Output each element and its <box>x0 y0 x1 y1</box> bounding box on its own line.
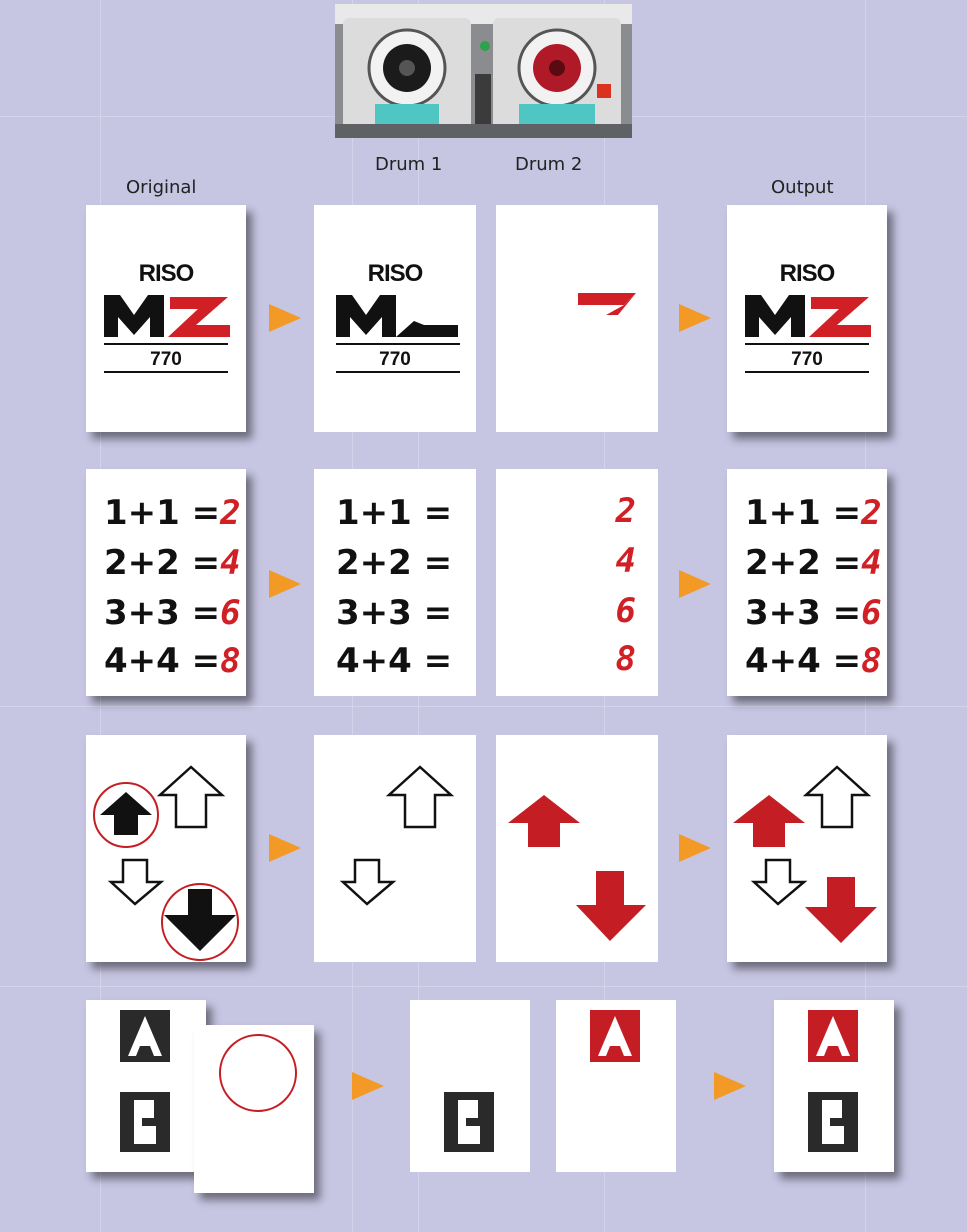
equation-row: 3+3 =6 <box>104 593 246 633</box>
label-drum-1: Drum 1 <box>375 154 442 175</box>
equation-answer: 8 <box>616 639 636 679</box>
drum2-letters-card <box>556 1000 676 1172</box>
letters-original-icon <box>86 1000 206 1172</box>
mz-black-layer-icon <box>314 205 476 432</box>
flow-arrow-icon <box>269 834 301 862</box>
arrow-down-icon <box>164 889 236 951</box>
letter-b-black-icon <box>410 1000 530 1172</box>
printer-drums-illustration <box>335 4 632 138</box>
equation-row: 2+2 =4 <box>745 543 887 583</box>
logo-model: 770 <box>727 349 887 371</box>
mask-circle-icon <box>194 1025 314 1193</box>
output-arrows-card <box>727 735 887 962</box>
equation-answer: 4 <box>616 541 636 581</box>
equation-left: 4+4 = <box>336 641 476 681</box>
letter-a-red-icon <box>556 1000 676 1172</box>
arrow-up-icon <box>733 795 805 847</box>
drum2-logo-card <box>496 205 658 432</box>
arrow-down-outline-icon <box>754 860 804 904</box>
arrow-up-outline-icon <box>806 767 868 827</box>
label-drum-2: Drum 2 <box>515 154 582 175</box>
equation-answer: 6 <box>616 591 636 631</box>
drum1-letters-card <box>410 1000 530 1172</box>
flow-arrow-icon <box>352 1072 384 1100</box>
equation-row: 1+1 =2 <box>104 493 246 533</box>
drum-photo <box>335 4 632 138</box>
arrow-down-icon <box>576 871 646 941</box>
arrows-original-icon <box>86 735 246 962</box>
letters-output-icon <box>774 1000 894 1172</box>
flow-arrow-icon <box>269 304 301 332</box>
flow-arrow-icon <box>269 570 301 598</box>
equation-left: 3+3 = <box>336 593 476 633</box>
equation-answer: 2 <box>616 491 636 531</box>
arrow-up-icon <box>508 795 580 847</box>
original-arrows-card <box>86 735 246 962</box>
label-original: Original <box>126 177 196 198</box>
equation-left: 2+2 = <box>336 543 476 583</box>
equation-left: 1+1 = <box>336 493 476 533</box>
logo-model: 770 <box>86 349 246 371</box>
original-math-card: 1+1 =2 2+2 =4 3+3 =6 4+4 =8 <box>86 469 246 696</box>
arrows-output-icon <box>727 735 887 962</box>
flow-arrow-icon <box>714 1072 746 1100</box>
arrow-down-outline-icon <box>111 860 161 904</box>
output-math-card: 1+1 =2 2+2 =4 3+3 =6 4+4 =8 <box>727 469 887 696</box>
arrows-drum2-icon <box>496 735 658 962</box>
equation-row: 4+4 =8 <box>104 641 246 681</box>
logo-model: 770 <box>314 349 476 371</box>
flow-arrow-icon <box>679 570 711 598</box>
z-red-layer-icon <box>496 205 658 432</box>
arrow-down-outline-icon <box>343 860 393 904</box>
drum2-math-card: 2 4 6 8 <box>496 469 658 696</box>
drum1-logo-card: RISO 770 <box>314 205 476 432</box>
equation-row: 2+2 =4 <box>104 543 246 583</box>
output-letters-card <box>774 1000 894 1172</box>
equation-row: 3+3 =6 <box>745 593 887 633</box>
arrow-up-icon <box>100 792 152 835</box>
original-letters-card <box>86 1000 206 1172</box>
mask-sheet-card <box>194 1025 314 1193</box>
flow-arrow-icon <box>679 834 711 862</box>
original-logo-card: RISO 770 <box>86 205 246 432</box>
drum1-arrows-card <box>314 735 476 962</box>
drum2-arrows-card <box>496 735 658 962</box>
arrow-up-outline-icon <box>160 767 222 827</box>
flow-arrow-icon <box>679 304 711 332</box>
equation-row: 4+4 =8 <box>745 641 887 681</box>
arrow-down-icon <box>805 877 877 943</box>
mz-logo-icon <box>86 205 246 432</box>
arrows-drum1-icon <box>314 735 476 962</box>
arrow-up-outline-icon <box>389 767 451 827</box>
label-output: Output <box>771 177 834 198</box>
output-logo-card: RISO 770 <box>727 205 887 432</box>
drum1-math-card: 1+1 = 2+2 = 3+3 = 4+4 = <box>314 469 476 696</box>
mz-logo-icon <box>727 205 887 432</box>
equation-row: 1+1 =2 <box>745 493 887 533</box>
